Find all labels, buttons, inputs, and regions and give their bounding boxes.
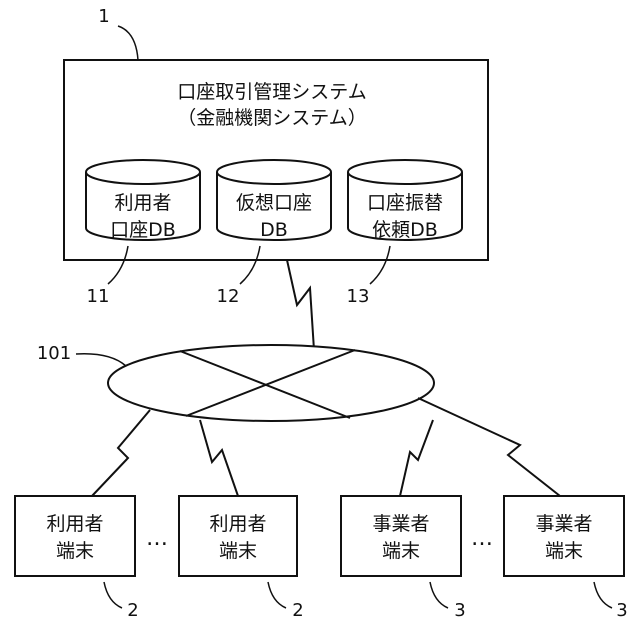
terminal-label-line2: 端末 [382,540,420,562]
system-subtitle: （金融機関システム） [177,107,366,129]
database-label-line1: 仮想口座 [236,192,312,214]
terminal-label-line2: 端末 [219,540,257,562]
terminal-business-2: 事業者 端末 [504,496,624,576]
ref-label-db-11: 11 [87,286,110,307]
network-cloud [108,345,434,421]
leader-system [118,26,138,60]
link-network-terminal-1 [92,410,150,496]
ref-label-terminal-3: 3 [454,600,465,621]
ref-label-terminal-4: 3 [616,600,627,621]
system-title: 口座取引管理システム [177,81,366,103]
link-network-terminal-2 [200,420,238,496]
ref-label-network: 101 [37,343,71,364]
ref-label-terminal-2: 2 [292,600,303,621]
terminal-user-2: 利用者 端末 [179,496,297,576]
terminal-label-line1: 事業者 [372,513,429,535]
terminal-label-line1: 事業者 [535,513,592,535]
database-label-line2: 口座DB [110,219,176,241]
terminal-label-line2: 端末 [545,540,583,562]
ref-label-terminal-1: 2 [127,600,138,621]
database-user-account: 利用者 口座DB [86,160,200,241]
terminal-label-line1: 利用者 [46,513,103,535]
terminal-business-1: 事業者 端末 [341,496,461,576]
ellipsis-user-terminals: … [146,526,168,551]
leader-terminal-1 [104,582,122,608]
leader-network [76,354,126,366]
leader-terminal-3 [430,582,448,608]
database-label-line2: 依頼DB [372,219,438,241]
link-network-terminal-4 [418,398,560,496]
database-label-line1: 口座振替 [367,192,443,214]
ellipsis-business-terminals: … [471,526,493,551]
link-system-network [287,260,314,350]
ref-label-db-13: 13 [347,286,370,307]
database-transfer-request: 口座振替 依頼DB [348,160,462,241]
database-label-line1: 利用者 [114,192,171,214]
ref-label-db-12: 12 [217,286,240,307]
leader-terminal-4 [594,582,612,608]
leader-terminal-2 [268,582,286,608]
terminal-user-1: 利用者 端末 [15,496,135,576]
link-network-terminal-3 [400,420,433,496]
terminal-label-line1: 利用者 [209,513,266,535]
ref-label-system: 1 [98,6,109,27]
terminal-label-line2: 端末 [56,540,94,562]
database-label-line2: DB [260,219,288,241]
database-virtual-account: 仮想口座 DB [217,160,331,241]
